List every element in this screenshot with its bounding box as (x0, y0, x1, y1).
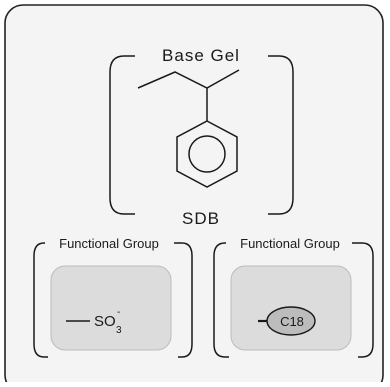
benzene-aromatic-circle (188, 135, 226, 173)
polymer-backbone (137, 69, 240, 89)
functional-group-c18: Functional Group C18 (213, 236, 374, 358)
base-gel-caption: SDB (182, 209, 220, 228)
base-gel-bracket-left (109, 55, 135, 215)
fg1-bracket-left (33, 242, 48, 358)
fg2-bracket-left (213, 242, 229, 358)
c18-chain-ellipse (266, 306, 316, 336)
fg1-formula-main: SO (94, 313, 116, 330)
fg1-header: Functional Group (59, 236, 159, 251)
fg2-c18-label: C18 (280, 314, 304, 329)
base-gel-bracket-right (268, 55, 294, 215)
functional-group-sulfonate: Functional Group SO 3 - (33, 236, 193, 358)
fg1-card (50, 265, 172, 351)
fg1-formula-charge: - (117, 307, 120, 318)
fg1-bracket-right (174, 242, 193, 358)
benzene-ring (176, 120, 238, 188)
fg2-header: Functional Group (240, 236, 340, 251)
fg1-formula-subscript: 3 (116, 325, 122, 336)
base-gel-group: Base Gel SDB (109, 46, 294, 228)
base-gel-title: Base Gel (162, 46, 240, 65)
fg2-bracket-right (352, 242, 374, 358)
